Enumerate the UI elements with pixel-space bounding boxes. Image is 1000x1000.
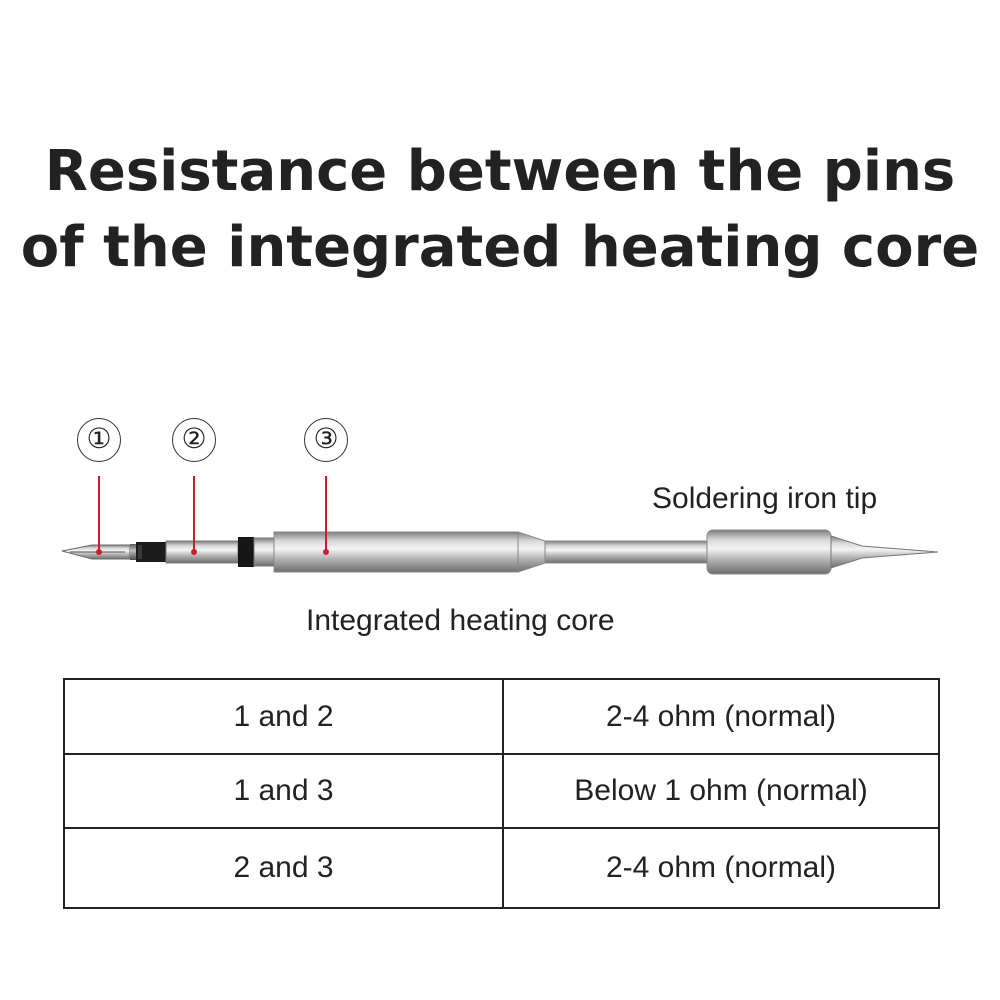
pin-3-shoulder: [253, 537, 275, 567]
title-line-2: of the integrated heating core: [20, 215, 980, 280]
page-title: Resistance between the pins of the integ…: [0, 134, 1000, 286]
table-row: 2 and 3 2-4 ohm (normal): [63, 827, 940, 909]
title-line-1: Resistance between the pins: [44, 139, 956, 204]
resistance-cell: 2-4 ohm (normal): [502, 678, 940, 755]
pin-pointers: [96, 476, 329, 555]
pin-pair-cell: 1 and 3: [63, 753, 504, 829]
barrel-taper: [517, 531, 546, 573]
pin-1-collar: [130, 544, 136, 560]
table-row: 1 and 2 2-4 ohm (normal): [63, 678, 940, 755]
heating-core-barrel: [273, 531, 519, 573]
pin-pair-cell: 1 and 2: [63, 678, 504, 755]
pin-1-label: ①: [77, 418, 121, 462]
pin-3-pointer-dot: [323, 549, 329, 555]
pin-1-pointer-dot: [96, 549, 102, 555]
pin-2-sleeve: [165, 540, 239, 564]
resistance-table: 1 and 2 2-4 ohm (normal) 1 and 3 Below 1…: [63, 678, 940, 909]
heating-core-diagram: ① ② ③ Soldering iron tip Integrated heat…: [0, 400, 1000, 660]
barrel-neck: [544, 540, 708, 564]
insulator-ring-1: [136, 542, 166, 562]
tip-point: [830, 535, 939, 569]
table-row: 1 and 3 Below 1 ohm (normal): [63, 753, 940, 829]
pin-3-label: ③: [304, 418, 348, 462]
tip-body: [706, 529, 832, 575]
resistance-cell: Below 1 ohm (normal): [502, 753, 940, 829]
resistance-cell: 2-4 ohm (normal): [502, 827, 940, 909]
soldering-tip-illustration: [61, 476, 939, 575]
heating-core-caption: Integrated heating core: [306, 604, 615, 637]
soldering-tip-caption: Soldering iron tip: [652, 482, 878, 515]
pin-2-pointer-dot: [191, 549, 197, 555]
insulator-ring-2: [238, 537, 254, 567]
pin-2-label: ②: [172, 418, 216, 462]
pin-pair-cell: 2 and 3: [63, 827, 504, 909]
